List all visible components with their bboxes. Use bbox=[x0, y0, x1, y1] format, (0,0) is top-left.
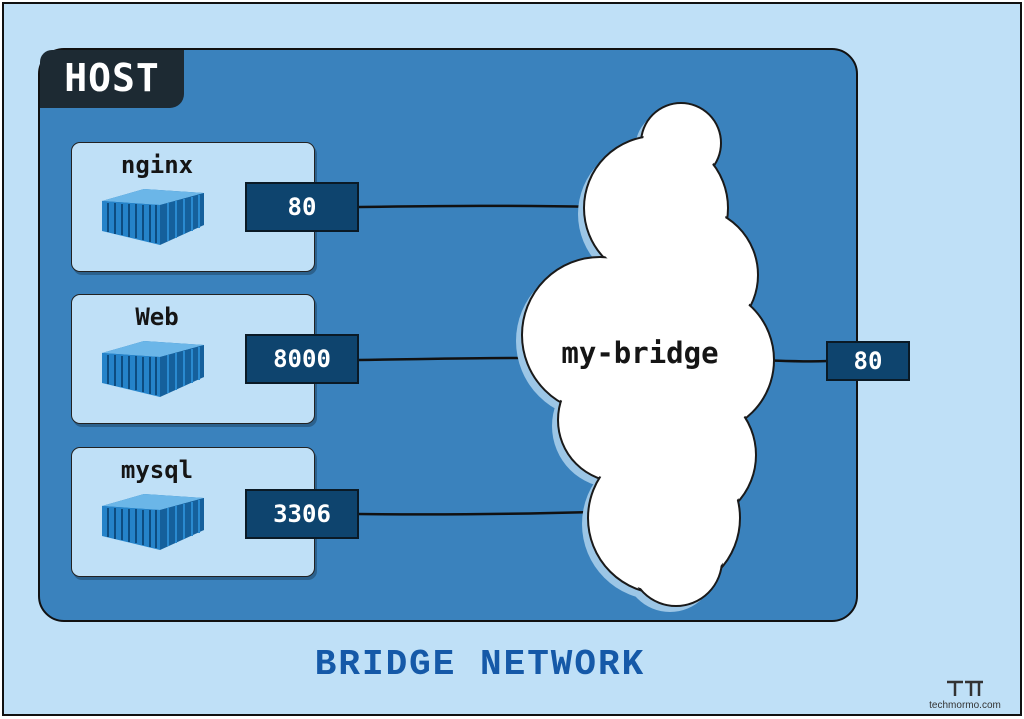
brand-text: techmormo.com bbox=[929, 700, 1001, 711]
port-nginx: 80 bbox=[245, 182, 359, 232]
container-name: mysql bbox=[120, 456, 194, 484]
brand-mark-icon bbox=[947, 680, 983, 696]
container-name: Web bbox=[135, 303, 179, 331]
external-port: 80 bbox=[826, 341, 910, 381]
shipping-container-icon bbox=[102, 494, 204, 550]
port-web: 8000 bbox=[245, 334, 359, 384]
shipping-container-icon bbox=[102, 189, 204, 245]
brand-logo: techmormo.com bbox=[916, 680, 1014, 711]
shipping-container-icon bbox=[102, 341, 204, 397]
bridge-label: my-bridge bbox=[561, 336, 719, 370]
wire-web bbox=[357, 356, 521, 362]
wire-nginx bbox=[357, 204, 596, 209]
container-card-mysql: mysql bbox=[71, 447, 315, 577]
container-name: nginx bbox=[120, 151, 194, 179]
network-title: BRIDGE NETWORK bbox=[314, 644, 646, 685]
wire-mysql bbox=[357, 510, 596, 516]
port-mysql: 3306 bbox=[245, 489, 359, 539]
host-label: HOST bbox=[40, 50, 184, 108]
